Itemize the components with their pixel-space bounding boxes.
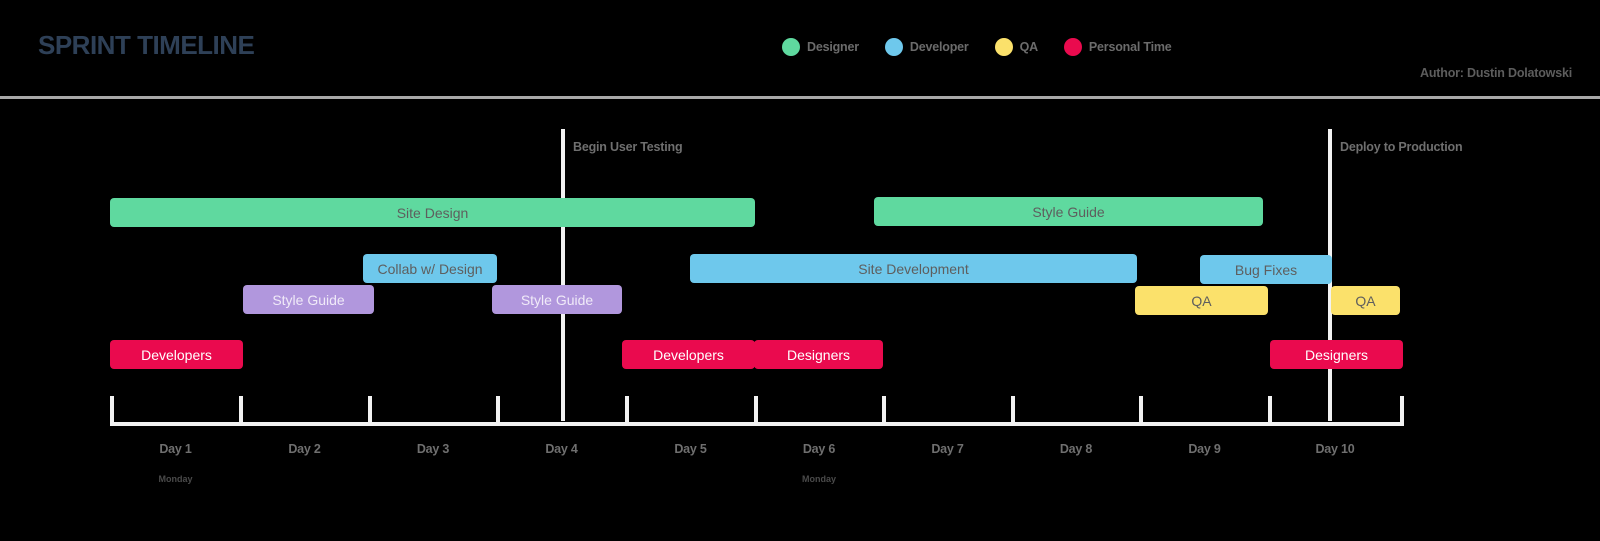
- axis-label-day-4: Day 4: [545, 442, 578, 456]
- header-divider: [0, 96, 1600, 99]
- axis-label-day-7: Day 7: [931, 442, 964, 456]
- axis-label-day-8: Day 8: [1059, 442, 1093, 456]
- legend-swatch-qa: [994, 38, 1013, 56]
- axis-label-day-3: Day 3: [416, 442, 450, 456]
- task-bar-site-development[interactable]: Site Development: [690, 254, 1137, 283]
- axis-tick-6: [882, 396, 886, 422]
- task-bar-designers-1[interactable]: Designers: [754, 340, 883, 369]
- task-bar-site-design[interactable]: Site Design: [110, 198, 755, 227]
- task-bar-developers-1[interactable]: Developers: [110, 340, 243, 369]
- legend-item-designer[interactable]: Designer: [782, 38, 859, 56]
- legend-swatch-designer: [782, 38, 800, 56]
- task-bar-bug-fixes[interactable]: Bug Fixes: [1200, 255, 1332, 284]
- legend-label-personal-time: Personal Time: [1088, 40, 1172, 54]
- axis-label-day-1: Day 1: [159, 442, 192, 456]
- milestone-line-begin-user-testing: [561, 129, 565, 421]
- axis-tick-8: [1139, 396, 1143, 422]
- axis-tick-4: [625, 396, 629, 422]
- axis-label-day-6: Day 6: [802, 442, 836, 456]
- legend-label-developer: Developer: [909, 40, 969, 54]
- task-bar-collab-with-design[interactable]: Collab w/ Design: [363, 254, 497, 283]
- task-bar-style-guide-designer[interactable]: Style Guide: [874, 197, 1263, 226]
- axis-tick-1: [239, 396, 243, 422]
- axis-sublabel-monday-1: Monday: [158, 474, 193, 484]
- milestone-label-deploy-to-production: Deploy to Production: [1340, 140, 1463, 154]
- legend-label-designer: Designer: [807, 40, 859, 54]
- legend: Designer Developer QA Personal Time: [782, 38, 1172, 56]
- legend-item-qa[interactable]: QA: [994, 38, 1039, 56]
- axis-label-day-10: Day 10: [1315, 442, 1355, 456]
- axis-tick-10: [1400, 396, 1404, 422]
- legend-swatch-developer: [884, 38, 903, 56]
- axis-tick-5: [754, 396, 758, 422]
- task-bar-designers-2[interactable]: Designers: [1270, 340, 1403, 369]
- legend-swatch-personal-time: [1063, 38, 1082, 56]
- axis-tick-7: [1011, 396, 1015, 422]
- author-credit: Author: Dustin Dolatowski: [1420, 66, 1572, 80]
- axis-baseline: [110, 422, 1404, 426]
- axis-label-day-2: Day 2: [288, 442, 321, 456]
- timeline-chart: Begin User Testing Deploy to Production …: [0, 99, 1600, 541]
- legend-item-developer[interactable]: Developer: [884, 38, 969, 56]
- axis-tick-3: [496, 396, 500, 422]
- task-bar-qa-1[interactable]: QA: [1135, 286, 1268, 315]
- task-bar-developers-2[interactable]: Developers: [622, 340, 755, 369]
- axis-label-day-9: Day 9: [1188, 442, 1221, 456]
- milestone-label-begin-user-testing: Begin User Testing: [573, 140, 683, 154]
- axis-tick-0: [110, 396, 114, 422]
- task-bar-style-guide-purple-2[interactable]: Style Guide: [492, 285, 622, 314]
- legend-label-qa: QA: [1019, 40, 1039, 54]
- page-title: SPRINT TIMELINE: [38, 30, 255, 60]
- axis-tick-9: [1268, 396, 1272, 422]
- axis-tick-2: [368, 396, 372, 422]
- axis-label-day-5: Day 5: [674, 442, 707, 456]
- task-bar-style-guide-purple-1[interactable]: Style Guide: [243, 285, 374, 314]
- legend-item-personal-time[interactable]: Personal Time: [1063, 38, 1172, 56]
- header-bar: SPRINT TIMELINE Designer Developer QA Pe…: [0, 0, 1600, 99]
- task-bar-qa-2[interactable]: QA: [1331, 286, 1400, 315]
- axis-sublabel-monday-2: Monday: [801, 474, 836, 484]
